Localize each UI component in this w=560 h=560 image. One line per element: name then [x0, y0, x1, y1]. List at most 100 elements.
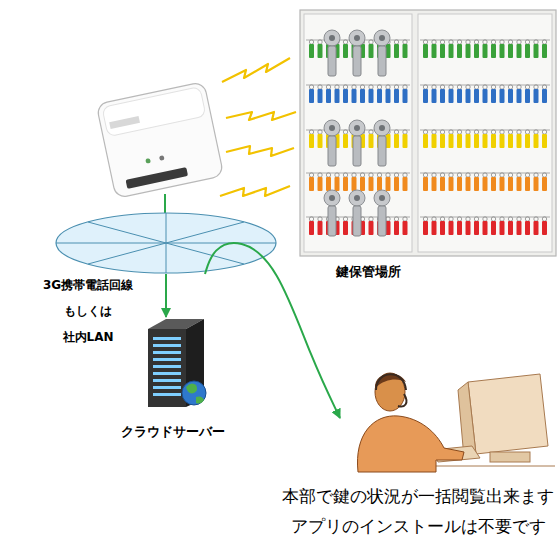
key-tag [326, 177, 331, 191]
key-tag [432, 221, 437, 235]
key-ring [457, 130, 461, 134]
key-tag [394, 44, 399, 58]
key-ring [369, 40, 373, 44]
key-ring [403, 173, 407, 177]
key-ring [542, 173, 546, 177]
key-ring [423, 40, 427, 44]
key-tag [534, 44, 539, 58]
key-ring [491, 217, 495, 221]
key-ring [309, 85, 313, 89]
key-ring [432, 85, 436, 89]
key-lock [329, 35, 335, 41]
key-tag [449, 89, 454, 103]
device-connector [126, 167, 189, 189]
key-ring [423, 173, 427, 177]
device-led [159, 155, 165, 161]
key-ring [423, 85, 427, 89]
key-ring [309, 130, 313, 134]
key-ring [525, 130, 529, 134]
key-lock [354, 35, 360, 41]
key-tag [423, 134, 428, 148]
key-ring [500, 130, 504, 134]
key-body [353, 206, 361, 236]
key-body [328, 46, 336, 76]
key-ring [318, 85, 322, 89]
key-ring [483, 130, 487, 134]
node-shape [55, 212, 277, 274]
key-tag [500, 89, 505, 103]
key-tag [309, 44, 314, 58]
key-ring [449, 217, 453, 221]
key-holder [374, 30, 390, 46]
key-ring [343, 85, 347, 89]
node-shape [138, 317, 210, 409]
key-ring [534, 40, 538, 44]
key-ring [508, 40, 512, 44]
key-tag [318, 134, 323, 148]
key-ring [508, 85, 512, 89]
key-ring [377, 173, 381, 177]
key-tag [474, 89, 479, 103]
key-ring [466, 173, 470, 177]
server-slot [153, 379, 181, 382]
key-ring [525, 85, 529, 89]
key-ring [318, 130, 322, 134]
key-ring [457, 217, 461, 221]
key-ring [457, 85, 461, 89]
key-ring [525, 173, 529, 177]
key-ring [394, 40, 398, 44]
node-shape [340, 354, 556, 472]
server-slot [153, 393, 181, 396]
key-ring [534, 173, 538, 177]
key-tag [525, 221, 530, 235]
key-tag [534, 134, 539, 148]
key-tag [449, 221, 454, 235]
key-ring [449, 85, 453, 89]
key-tag [394, 89, 399, 103]
key-lock [379, 35, 385, 41]
key-tag [457, 177, 462, 191]
key-tag [491, 221, 496, 235]
key-lock [354, 195, 360, 201]
key-tag [343, 177, 348, 191]
key-ring [534, 85, 538, 89]
key-ring [483, 173, 487, 177]
key-holder [324, 30, 340, 46]
device-top [102, 87, 206, 137]
key-ring [343, 173, 347, 177]
key-ring [474, 217, 478, 221]
key-tag [508, 177, 513, 191]
cabinet-frame [300, 10, 556, 256]
key-ring [423, 130, 427, 134]
cabinet-panel [418, 14, 552, 252]
key-holder [324, 190, 340, 206]
key-tag [335, 89, 340, 103]
headset [376, 374, 406, 406]
device-logo-plate [109, 116, 140, 129]
key-tag [542, 221, 547, 235]
key-tag [508, 134, 513, 148]
key-ring [440, 217, 444, 221]
diagram-node: 鍵保管場所 [298, 6, 560, 296]
key-tag [525, 89, 530, 103]
key-tag [309, 221, 314, 235]
key-ring [474, 85, 478, 89]
key-tag [369, 89, 374, 103]
key-tag [500, 44, 505, 58]
key-ring [309, 217, 313, 221]
globe-land [186, 383, 204, 403]
key-ring [403, 217, 407, 221]
key-tag [432, 177, 437, 191]
key-lock [379, 195, 385, 201]
key-body [378, 46, 386, 76]
key-ring [352, 173, 356, 177]
key-body [378, 136, 386, 166]
key-ring [394, 173, 398, 177]
key-ring [500, 85, 504, 89]
key-tag [386, 89, 391, 103]
key-tag [542, 89, 547, 103]
diagram-node: クラウドサーバー [110, 315, 235, 445]
key-tag [352, 177, 357, 191]
key-tag [466, 89, 471, 103]
